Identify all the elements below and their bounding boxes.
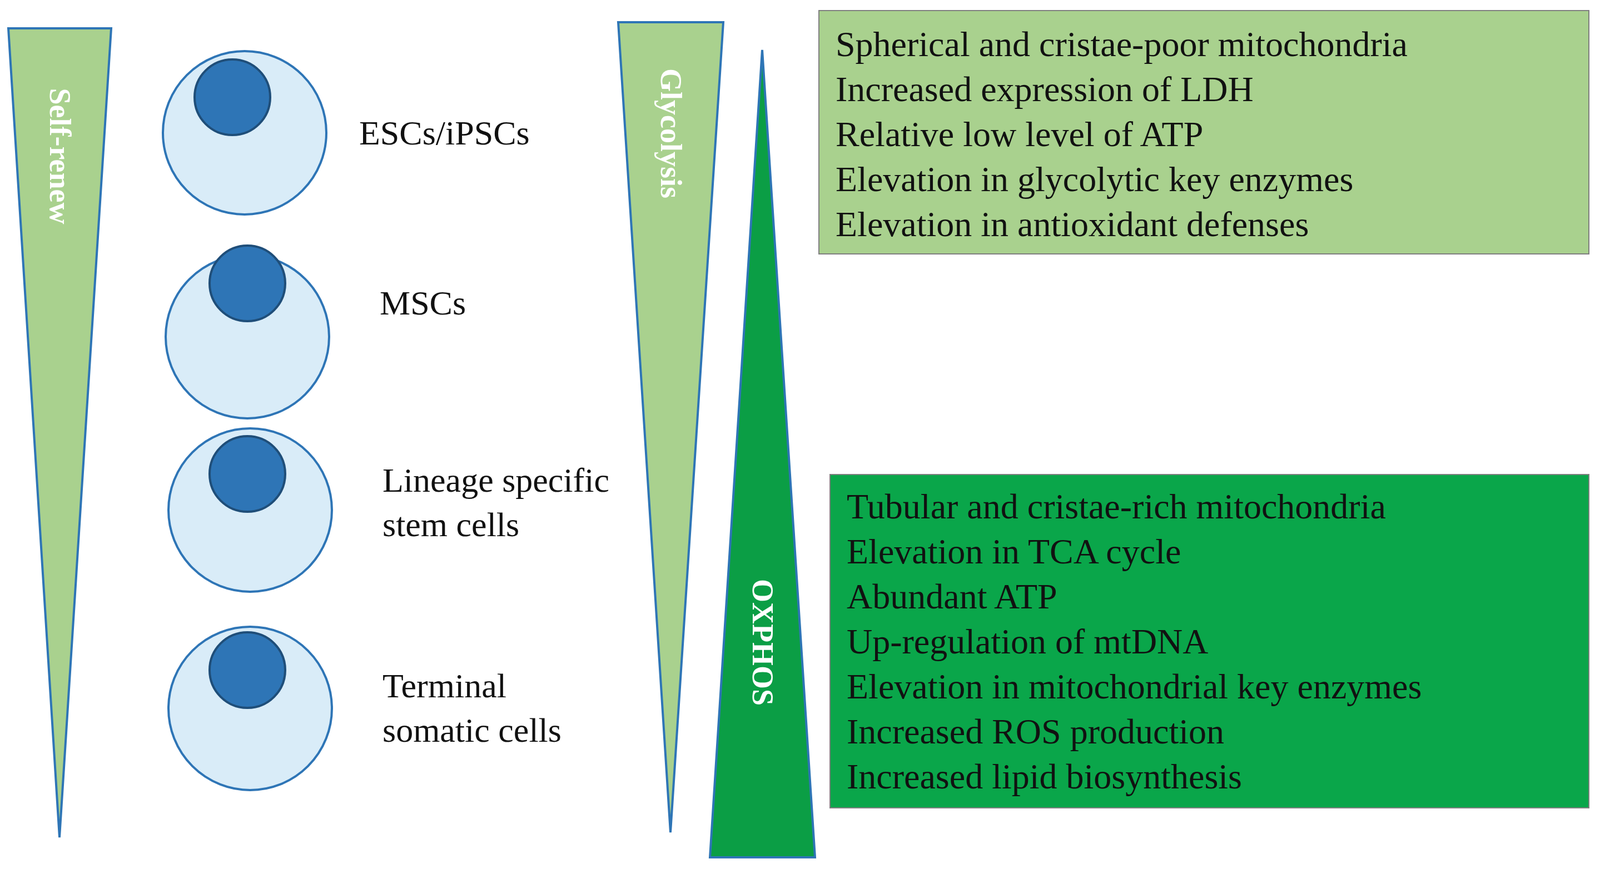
self-renew-wedge: Self-renew — [8, 28, 112, 838]
feature-line: Increased lipid biosynthesis — [846, 754, 1578, 800]
wedge-label: OXPHOS — [745, 579, 780, 707]
oxphos-wedge: OXPHOS — [709, 50, 816, 858]
nucleus — [209, 632, 286, 709]
feature-line: Abundant ATP — [846, 574, 1578, 620]
feature-line: Up-regulation of mtDNA — [846, 619, 1578, 665]
wedge-shape — [618, 22, 724, 833]
feature-line: Increased ROS production — [846, 709, 1578, 755]
nucleus — [209, 245, 286, 322]
cell — [162, 51, 327, 215]
nucleus — [194, 59, 271, 136]
cell-type-label: Lineage specific stem cells — [382, 458, 644, 548]
cell — [168, 428, 332, 593]
wedge-shape — [709, 50, 816, 858]
feature-line: Elevation in antioxidant defenses — [835, 201, 1578, 247]
glycolysis-feature-box: Spherical and cristae-poor mitochondriaI… — [818, 10, 1590, 255]
wedge-label: Self-renew — [42, 88, 78, 225]
wedge-shape — [8, 28, 112, 838]
feature-line: Increased expression of LDH — [835, 66, 1578, 112]
glycolysis-wedge: Glycolysis — [618, 22, 724, 833]
feature-line: Elevation in glycolytic key enzymes — [835, 156, 1578, 202]
cell — [168, 627, 332, 791]
feature-line: Spherical and cristae-poor mitochondria — [835, 21, 1578, 67]
cell-type-label: Terminal somatic cells — [382, 663, 594, 753]
cell-type-label: ESCs/iPSCs — [359, 110, 693, 156]
feature-line: Elevation in mitochondrial key enzymes — [846, 664, 1578, 710]
wedge-outline — [709, 50, 816, 858]
feature-line: Relative low level of ATP — [835, 111, 1578, 157]
wedge-label: Glycolysis — [653, 68, 689, 199]
oxphos-feature-box: Tubular and cristae-rich mitochondriaEle… — [829, 474, 1590, 809]
feature-line: Tubular and cristae-rich mitochondria — [846, 484, 1578, 530]
nucleus — [209, 436, 286, 513]
feature-line: Elevation in TCA cycle — [846, 529, 1578, 575]
cell-type-label: MSCs — [379, 280, 714, 326]
cell-circles — [162, 51, 332, 791]
